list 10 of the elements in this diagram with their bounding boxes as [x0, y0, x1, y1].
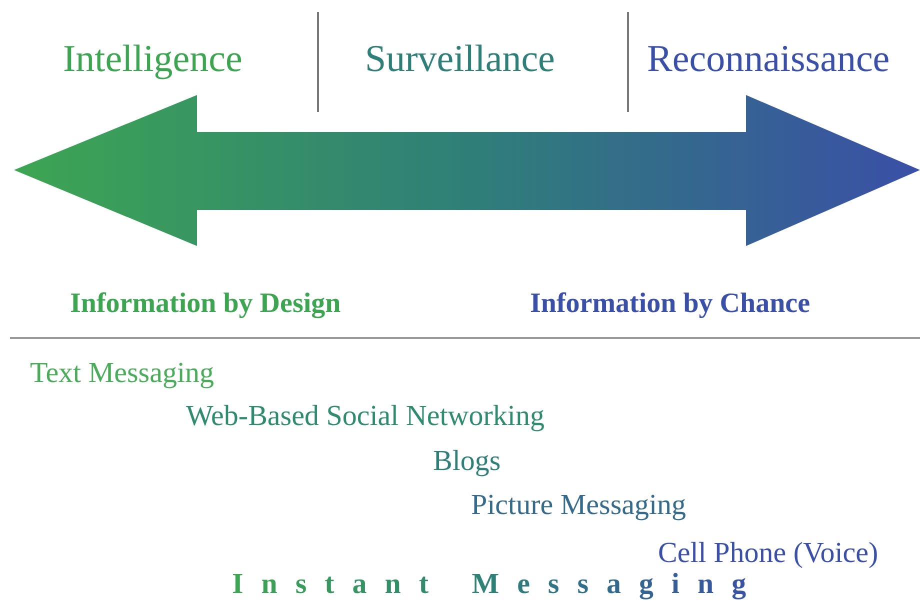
axis-end-label: Information by Chance — [530, 288, 810, 320]
list-item: Cell Phone (Voice) — [658, 537, 878, 570]
spectrum-label: Intelligence — [63, 38, 242, 82]
list-item: Picture Messaging — [471, 489, 686, 522]
spectrum-label: Surveillance — [365, 38, 555, 82]
spectrum-label: Reconnaissance — [647, 38, 890, 82]
list-item: Web-Based Social Networking — [186, 400, 544, 434]
list-item: Text Messaging — [30, 357, 214, 390]
list-item: Blogs — [433, 445, 501, 478]
axis-end-label: Information by Design — [70, 288, 341, 320]
